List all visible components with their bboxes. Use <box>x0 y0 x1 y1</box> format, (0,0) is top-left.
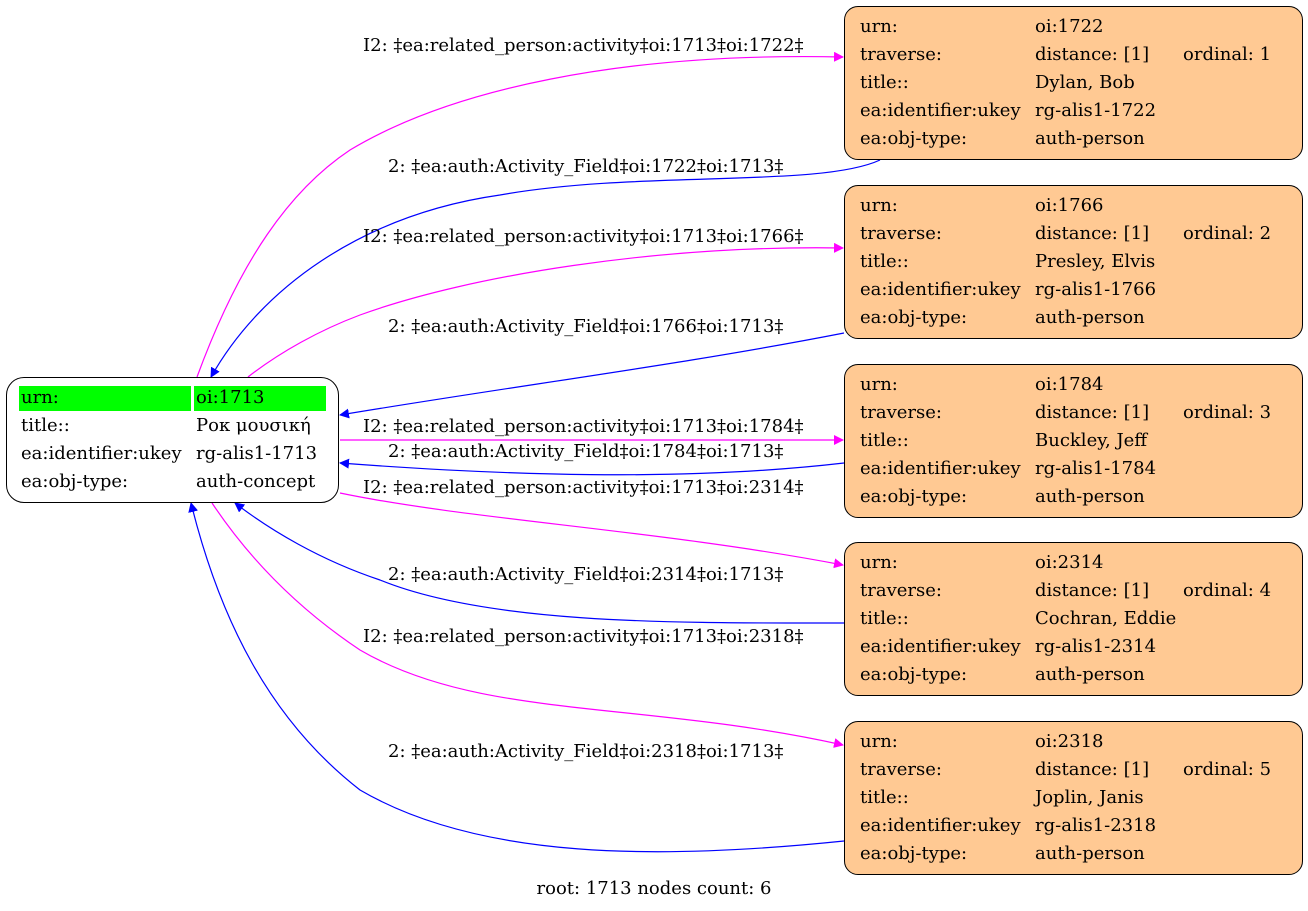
distance-value: distance: [1] <box>1035 759 1150 780</box>
root-type-label: ea:obj-type: <box>21 471 129 492</box>
distance-value: distance: [1] <box>1035 223 1150 244</box>
edge-out-2314 <box>339 492 844 569</box>
type-label: ea:obj-type: <box>860 486 968 507</box>
person-node[interactable]: urn: oi:1784 traverse: distance: [1] ord… <box>844 364 1303 518</box>
traverse-label: traverse: <box>860 402 942 423</box>
ukey-value: rg-alis1-1766 <box>1035 279 1157 300</box>
root-node[interactable]: urn: oi:1713 title:: Ροκ μουσική ea:iden… <box>6 377 339 503</box>
edge-in-1722 <box>210 159 881 378</box>
person-node[interactable]: urn: oi:1766 traverse: distance: [1] ord… <box>844 185 1303 339</box>
edge-in-2318 <box>188 502 845 853</box>
root-title-label: title:: <box>21 415 70 436</box>
edge-label-in-1784: 2: ‡ea:auth:Activity_Field‡oi:1784‡oi:17… <box>388 441 784 462</box>
urn-value: oi:1784 <box>1035 374 1104 395</box>
type-label: ea:obj-type: <box>860 843 968 864</box>
ukey-label: ea:identifier:ukey <box>860 636 1021 657</box>
ordinal-value: ordinal: 3 <box>1183 402 1272 423</box>
root-ukey-value: rg-alis1-1713 <box>196 443 318 464</box>
title-label: title:: <box>860 72 909 93</box>
urn-highlight <box>19 386 191 411</box>
urn-label: urn: <box>860 195 898 216</box>
traverse-label: traverse: <box>860 580 942 601</box>
urn-label: urn: <box>860 552 898 573</box>
person-node[interactable]: urn: oi:2318 traverse: distance: [1] ord… <box>844 721 1303 875</box>
ukey-label: ea:identifier:ukey <box>860 815 1021 836</box>
type-value: auth-person <box>1035 664 1145 685</box>
person-node[interactable]: urn: oi:2314 traverse: distance: [1] ord… <box>844 542 1303 696</box>
ukey-label: ea:identifier:ukey <box>860 458 1021 479</box>
root-type-value: auth-concept <box>196 471 316 492</box>
traverse-label: traverse: <box>860 44 942 65</box>
traverse-label: traverse: <box>860 759 942 780</box>
root-title-value: Ροκ μουσική <box>196 415 311 436</box>
ukey-value: rg-alis1-2314 <box>1035 636 1157 657</box>
edge-label-out-2314: I2: ‡ea:related_person:activity‡oi:1713‡… <box>363 477 804 498</box>
edge-in-2314 <box>234 502 845 624</box>
edge-label-out-2318: I2: ‡ea:related_person:activity‡oi:1713‡… <box>363 626 804 647</box>
type-value: auth-person <box>1035 486 1145 507</box>
person-node[interactable]: urn: oi:1722 traverse: distance: [1] ord… <box>844 6 1303 160</box>
edge-label-out-1766: I2: ‡ea:related_person:activity‡oi:1713‡… <box>363 226 804 247</box>
edge-in-1784 <box>339 458 845 476</box>
type-label: ea:obj-type: <box>860 307 968 328</box>
ordinal-value: ordinal: 2 <box>1183 223 1272 244</box>
title-value: Dylan, Bob <box>1035 72 1135 93</box>
urn-value: oi:2314 <box>1035 552 1104 573</box>
urn-value: oi:1766 <box>1035 195 1104 216</box>
edge-out-2318 <box>211 502 844 748</box>
urn-label: urn: <box>860 16 898 37</box>
edge-label-out-1722: I2: ‡ea:related_person:activity‡oi:1713‡… <box>363 35 804 56</box>
type-value: auth-person <box>1035 128 1145 149</box>
type-label: ea:obj-type: <box>860 664 968 685</box>
ukey-value: rg-alis1-1784 <box>1035 458 1157 479</box>
title-value: Presley, Elvis <box>1035 251 1156 272</box>
distance-value: distance: [1] <box>1035 580 1150 601</box>
ordinal-value: ordinal: 1 <box>1183 44 1272 65</box>
title-value: Cochran, Eddie <box>1035 608 1177 629</box>
ukey-value: rg-alis1-2318 <box>1035 815 1157 836</box>
edge-in-1766 <box>339 332 845 419</box>
title-label: title:: <box>860 608 909 629</box>
edge-out-1766 <box>247 242 844 378</box>
root-ukey-label: ea:identifier:ukey <box>21 443 182 464</box>
root-urn-value: oi:1713 <box>196 387 265 408</box>
ordinal-value: ordinal: 4 <box>1183 580 1272 601</box>
root-urn-label: urn: <box>21 387 59 408</box>
edge-label-in-1766: 2: ‡ea:auth:Activity_Field‡oi:1766‡oi:17… <box>388 316 784 337</box>
distance-value: distance: [1] <box>1035 402 1150 423</box>
title-value: Joplin, Janis <box>1035 787 1144 808</box>
urn-label: urn: <box>860 731 898 752</box>
title-value: Buckley, Jeff <box>1035 430 1148 451</box>
urn-label: urn: <box>860 374 898 395</box>
edge-label-in-1722: 2: ‡ea:auth:Activity_Field‡oi:1722‡oi:17… <box>388 156 784 177</box>
distance-value: distance: [1] <box>1035 44 1150 65</box>
edge-label-in-2318: 2: ‡ea:auth:Activity_Field‡oi:2318‡oi:17… <box>388 741 784 762</box>
edge-out-1722 <box>196 51 844 378</box>
title-label: title:: <box>860 251 909 272</box>
title-label: title:: <box>860 787 909 808</box>
ukey-label: ea:identifier:ukey <box>860 279 1021 300</box>
edge-label-in-2314: 2: ‡ea:auth:Activity_Field‡oi:2314‡oi:17… <box>388 564 784 585</box>
graph-footer: root: 1713 nodes count: 6 <box>536 878 772 899</box>
type-value: auth-person <box>1035 843 1145 864</box>
urn-value-highlight <box>194 386 326 411</box>
type-label: ea:obj-type: <box>860 128 968 149</box>
type-value: auth-person <box>1035 307 1145 328</box>
title-label: title:: <box>860 430 909 451</box>
ordinal-value: ordinal: 5 <box>1183 759 1272 780</box>
ukey-label: ea:identifier:ukey <box>860 100 1021 121</box>
urn-value: oi:2318 <box>1035 731 1104 752</box>
traverse-label: traverse: <box>860 223 942 244</box>
ukey-value: rg-alis1-1722 <box>1035 100 1157 121</box>
urn-value: oi:1722 <box>1035 16 1104 37</box>
edge-label-out-1784: I2: ‡ea:related_person:activity‡oi:1713‡… <box>363 416 804 437</box>
